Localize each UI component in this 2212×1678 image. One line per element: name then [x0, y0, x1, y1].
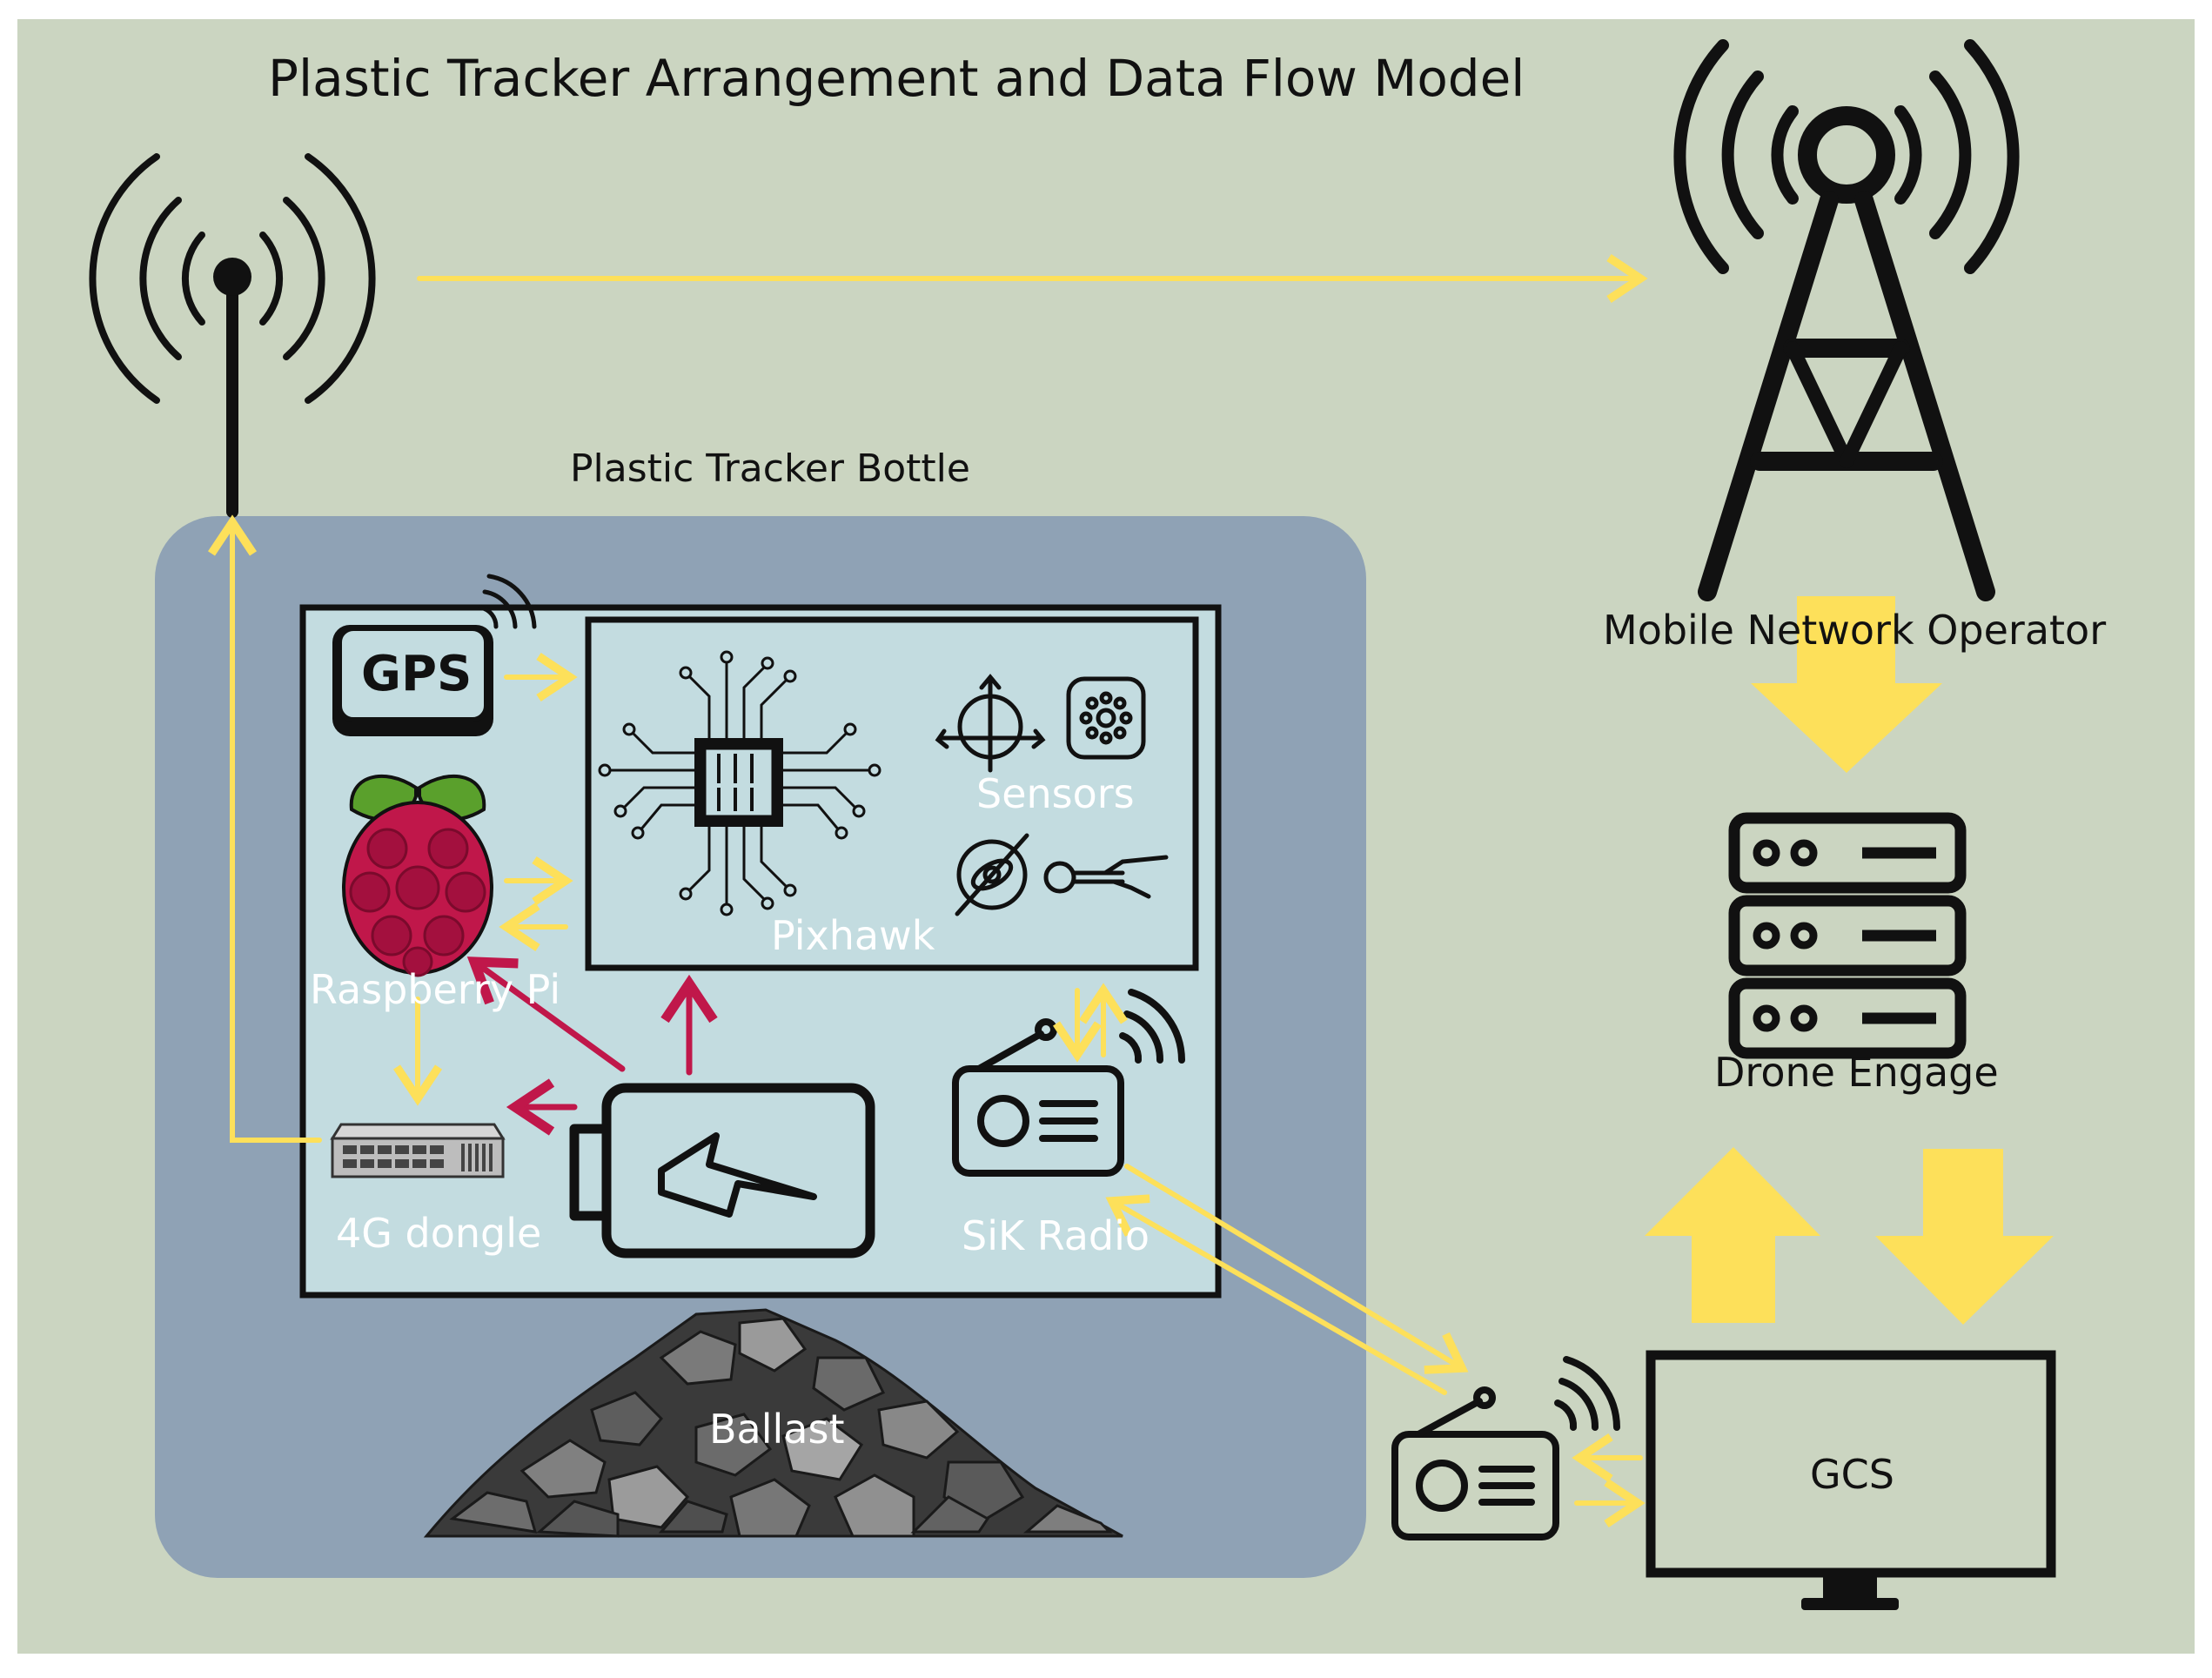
arrow-sik-to-ground-radio [1124, 1164, 1469, 1374]
arrow-ground-radio-to-sik [1105, 1194, 1447, 1395]
cell-tower-icon [1673, 39, 2020, 601]
monitor-icon [1646, 1350, 2056, 1610]
chip-icon [598, 650, 881, 916]
server-label: Drone Engage [1714, 1049, 1999, 1096]
arrow-dongle-to-antenna [208, 514, 322, 1143]
radio-icon [1391, 1356, 1620, 1540]
mno-label: Mobile Network Operator [1603, 607, 2107, 654]
gps-icon [332, 574, 537, 736]
block-arrows [1645, 596, 2054, 1325]
rocks-icon [423, 1308, 1123, 1538]
ballast-label: Ballast [709, 1406, 845, 1453]
gps-label: GPS [361, 646, 473, 702]
battery-icon [569, 1083, 875, 1258]
arrow-server-to-gcs [1875, 1149, 2054, 1325]
router-icon [330, 1123, 506, 1178]
sensors-icon [935, 674, 1169, 916]
data-arrows [208, 254, 1648, 1527]
antenna-icon [89, 153, 376, 518]
pixhawk-label: Pixhawk [771, 912, 935, 959]
arrow-battery-to-rpi [466, 956, 626, 1072]
dongle-label: 4G dongle [336, 1210, 542, 1257]
raspberry-pi-icon [342, 774, 493, 977]
sensors-label: Sensors [976, 770, 1135, 817]
arrow-gcs-to-server [1645, 1147, 1820, 1323]
diagram-title: Plastic Tracker Arrangement and Data Flo… [268, 49, 1525, 108]
arrow-tower-to-server [1751, 596, 1942, 773]
bottle-label: Plastic Tracker Bottle [570, 446, 970, 491]
sik-label: SiK Radio [962, 1212, 1150, 1259]
server-rack-icon [1728, 812, 1967, 1059]
gcs-label: GCS [1810, 1451, 1894, 1498]
power-arrows [466, 956, 718, 1136]
rpi-label: Raspberry Pi [310, 966, 561, 1013]
